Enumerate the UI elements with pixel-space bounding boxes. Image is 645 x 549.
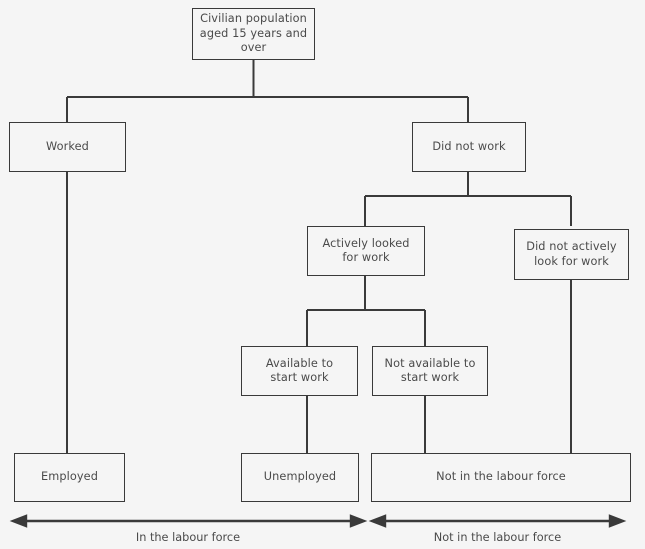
node-did-not-work-label: Did not work	[432, 139, 506, 153]
range-label-in-labour-force: In the labour force	[13, 531, 363, 545]
node-population[interactable]: Civilian population aged 15 years and ov…	[192, 8, 315, 60]
arrow-head-right-1	[349, 514, 368, 528]
arrow-head-left-2	[368, 514, 387, 528]
node-available-to-start-work[interactable]: Available to start work	[241, 346, 358, 396]
node-did-not-work[interactable]: Did not work	[412, 122, 526, 172]
node-population-label: Civilian population aged 15 years and ov…	[199, 12, 308, 55]
node-did-not-actively-look-label: Did not actively look for work	[526, 240, 617, 268]
node-available-label: Available to start work	[265, 356, 334, 385]
node-not-in-labour-force-label: Not in the labour force	[436, 470, 566, 484]
node-worked[interactable]: Worked	[9, 122, 126, 172]
node-did-not-actively-look[interactable]: Did not actively look for work	[514, 229, 629, 280]
node-unemployed-label: Unemployed	[263, 470, 337, 484]
node-not-in-the-labour-force[interactable]: Not in the labour force	[371, 453, 631, 502]
range-label-not-in-labour-force: Not in the labour force	[372, 531, 623, 545]
range-arrows	[9, 514, 627, 528]
node-not-available-to-start-work[interactable]: Not available to start work	[372, 346, 488, 396]
node-not-available-label: Not available to start work	[384, 356, 476, 385]
arrow-head-right-2	[608, 514, 627, 528]
range-label-not-in-labour-force-text: Not in the labour force	[433, 531, 562, 544]
node-worked-label: Worked	[46, 139, 89, 153]
node-actively-looked-label: Actively looked for work	[322, 236, 410, 265]
arrow-head-left-1	[9, 514, 28, 528]
node-employed[interactable]: Employed	[14, 453, 125, 502]
node-actively-looked[interactable]: Actively looked for work	[307, 226, 425, 276]
node-unemployed[interactable]: Unemployed	[241, 453, 359, 502]
range-label-in-labour-force-text: In the labour force	[135, 531, 241, 544]
node-employed-label: Employed	[41, 470, 98, 484]
